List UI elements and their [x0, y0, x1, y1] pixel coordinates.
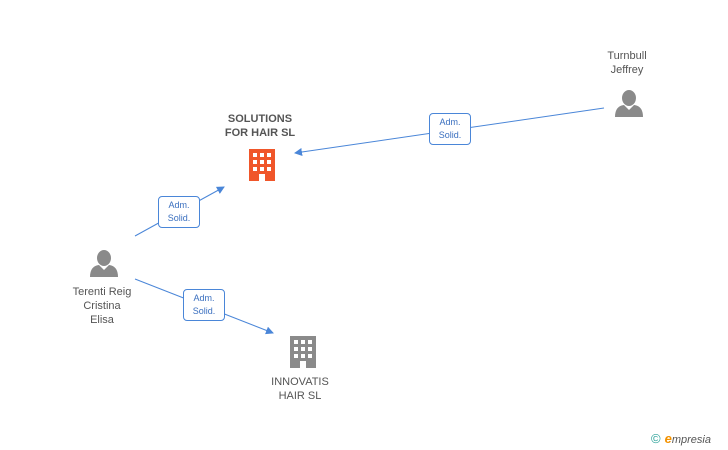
company-solutions-label-line1: SOLUTIONS [227, 113, 293, 125]
person-terenti-label-line3: Elisa [90, 314, 114, 326]
empresia-logo-initial: e [664, 430, 672, 446]
empresia-watermark: © empresia [651, 430, 711, 446]
edge-badge-terenti-solutions[interactable]: Adm. Solid. [158, 196, 200, 228]
edge-badge-line2: Solid. [192, 306, 216, 316]
person-turnbull-label-line1: Turnbull [607, 50, 647, 62]
edge-badge-line2: Solid. [438, 130, 462, 140]
company-innovatis-label[interactable]: INNOVATIS HAIR SL [240, 375, 360, 403]
person-terenti-label[interactable]: Terenti Reig Cristina Elisa [52, 285, 152, 327]
company-innovatis-label-line2: HAIR SL [278, 390, 322, 402]
person-icon[interactable] [89, 249, 119, 277]
person-icon[interactable] [614, 89, 644, 117]
person-turnbull-label[interactable]: Turnbull Jeffrey [577, 49, 677, 77]
edge-badge-line1: Adm. [168, 200, 190, 210]
company-innovatis-label-line1: INNOVATIS [271, 376, 329, 388]
company-solutions-label[interactable]: SOLUTIONS FOR HAIR SL [200, 112, 320, 140]
building-icon[interactable] [246, 147, 278, 183]
empresia-logo-text: mpresia [671, 433, 711, 446]
edge-badge-turnbull-solutions[interactable]: Adm. Solid. [429, 113, 471, 145]
edge-badge-terenti-innovatis[interactable]: Adm. Solid. [183, 289, 225, 321]
edge-badge-line2: Solid. [167, 213, 191, 223]
empresia-logo: empresia [665, 431, 711, 446]
person-terenti-label-line2: Cristina [83, 300, 121, 312]
person-terenti-label-line1: Terenti Reig [72, 286, 132, 298]
edge-badge-line1: Adm. [439, 117, 461, 127]
edge-badge-line1: Adm. [193, 293, 215, 303]
person-turnbull-label-line2: Jeffrey [610, 64, 644, 76]
copyright-symbol: © [651, 430, 661, 446]
building-icon[interactable] [287, 334, 319, 370]
company-solutions-label-line2: FOR HAIR SL [224, 127, 296, 139]
